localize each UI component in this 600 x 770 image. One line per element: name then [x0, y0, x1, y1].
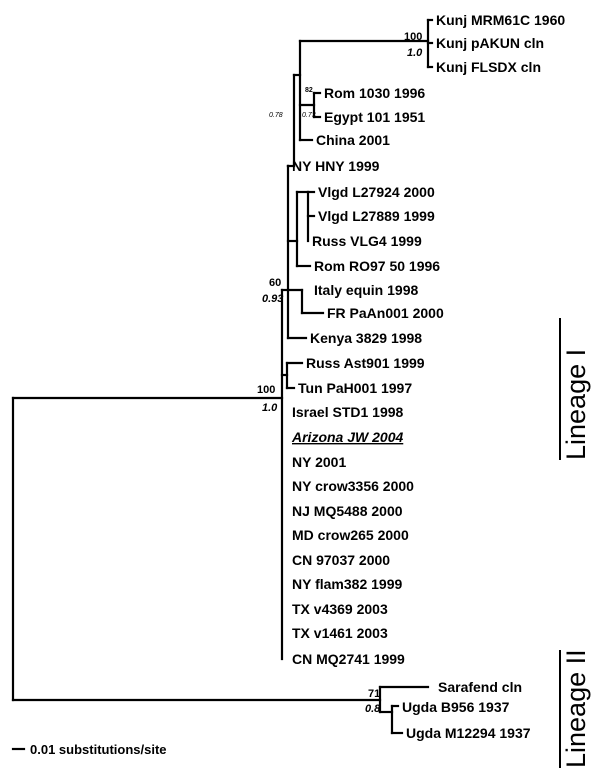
- taxon-label: Russ VLG4 1999: [312, 233, 422, 249]
- posterior-value: 0.8: [365, 703, 381, 715]
- taxon-label: Rom RO97 50 1996: [314, 258, 440, 274]
- taxon-label-highlighted: Arizona JW 2004: [291, 429, 403, 445]
- scale-bar: 0.01 substitutions/site: [11, 742, 167, 757]
- posterior-value: 1.0: [262, 402, 278, 414]
- taxon-label: Kunj FLSDX cln: [436, 59, 541, 75]
- taxon-label: Russ Ast901 1999: [306, 355, 425, 371]
- scale-bar-label: 0.01 substitutions/site: [30, 742, 167, 757]
- bootstrap-value: 71: [368, 688, 380, 700]
- taxon-label: Kunj pAKUN cln: [436, 35, 544, 51]
- taxon-label: Sarafend cln: [438, 679, 522, 695]
- lineage-brackets: Lineage I Lineage II: [559, 318, 591, 768]
- taxon-label: NY HNY 1999: [292, 158, 380, 174]
- bootstrap-value: 100: [257, 384, 275, 396]
- taxon-label: China 2001: [316, 132, 390, 148]
- posterior-value: 0.93: [262, 293, 283, 305]
- taxon-label: Ugda M12294 1937: [406, 725, 531, 741]
- taxon-label: Vlgd L27889 1999: [318, 208, 435, 224]
- taxon-label: NJ MQ5488 2000: [292, 503, 403, 519]
- taxon-label: CN MQ2741 1999: [292, 651, 405, 667]
- taxon-label: FR PaAn001 2000: [327, 305, 444, 321]
- bootstrap-value: 100: [404, 31, 422, 43]
- taxon-label: CN 97037 2000: [292, 552, 390, 568]
- taxon-label: Italy equin 1998: [314, 282, 418, 298]
- tree-branches: [11, 18, 434, 735]
- taxon-label: TX v4369 2003: [292, 601, 388, 617]
- taxon-label: NY crow3356 2000: [292, 478, 414, 494]
- taxon-label: Rom 1030 1996: [324, 85, 425, 101]
- taxon-label: Kunj MRM61C 1960: [436, 12, 565, 28]
- bootstrap-value: 82: [305, 87, 313, 94]
- taxon-label: TX v1461 2003: [292, 625, 388, 641]
- taxon-label: NY 2001: [292, 454, 346, 470]
- node-support-values: 100 1.0 82 0.73 0.78 60 0.93 100 1.0 71 …: [257, 31, 423, 715]
- taxon-label: Vlgd L27924 2000: [318, 184, 435, 200]
- taxon-label: Ugda B956 1937: [402, 699, 510, 715]
- taxon-label: Israel STD1 1998: [292, 404, 404, 420]
- taxon-labels: Kunj MRM61C 1960 Kunj pAKUN cln Kunj FLS…: [291, 12, 565, 741]
- bootstrap-value: 60: [269, 277, 281, 289]
- taxon-label: Kenya 3829 1998: [310, 330, 422, 346]
- taxon-label: Tun PaH001 1997: [298, 380, 412, 396]
- taxon-label: Egypt 101 1951: [324, 109, 425, 125]
- taxon-label: NY flam382 1999: [292, 576, 402, 592]
- lineage-2-label: Lineage II: [561, 649, 591, 768]
- posterior-value: 1.0: [407, 47, 423, 59]
- taxon-label: MD crow265 2000: [292, 527, 409, 543]
- posterior-value: 0.73: [302, 112, 316, 119]
- posterior-value: 0.78: [269, 112, 283, 119]
- lineage-1-label: Lineage I: [561, 349, 591, 460]
